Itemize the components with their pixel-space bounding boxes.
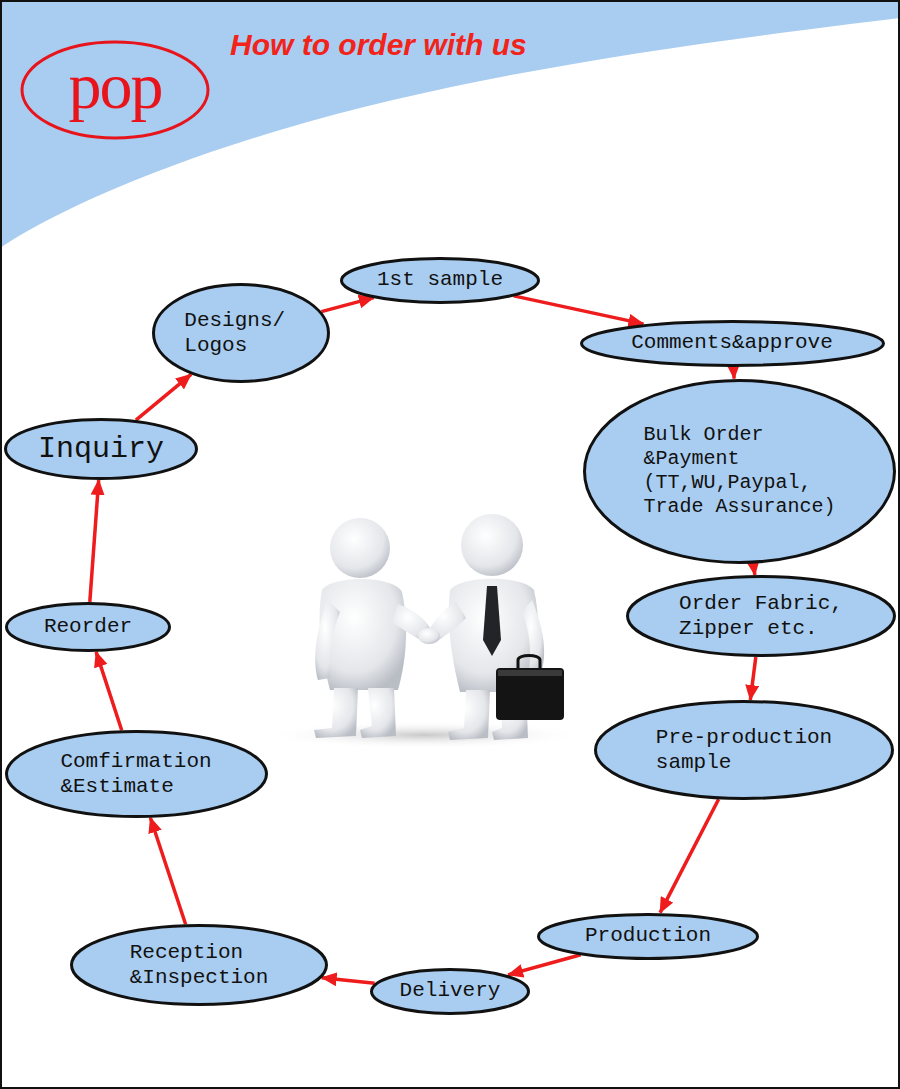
node-label: Reorder (44, 614, 132, 639)
flow-arrow (750, 657, 756, 700)
flow-arrow (90, 480, 99, 602)
ellipse-outline (70, 924, 328, 1006)
process-ellipse: Bulk Order &Payment (TT,WU,Paypal, Trade… (583, 379, 896, 564)
flow-arrow (514, 296, 644, 324)
ellipse-outline (5, 730, 268, 818)
flow-arrow (96, 652, 122, 730)
process-ellipse: Delivery (370, 968, 530, 1015)
ellipse-outline (594, 700, 894, 800)
process-ellipse: Comments&approve (580, 320, 885, 367)
flow-arrow (660, 799, 719, 912)
flow-arrow (322, 978, 375, 984)
process-ellipse: Reorder (5, 602, 171, 652)
flow-arrow (732, 367, 736, 379)
header-band (0, 0, 900, 248)
node-label: Designs/ Logos (184, 308, 297, 358)
logo-ring (22, 42, 208, 138)
process-ellipse: Designs/ Logos (152, 283, 330, 383)
process-ellipse: Order Fabric, Zipper etc. (626, 575, 896, 657)
ellipse-outline (152, 283, 330, 383)
process-ellipse: Comfirmation &Estimate (5, 730, 268, 818)
flow-arrow (136, 374, 191, 420)
flow-arrow (150, 818, 185, 925)
process-ellipse: Pre-production sample (594, 700, 894, 800)
flow-arrow (753, 563, 755, 575)
process-ellipse: Production (537, 913, 759, 960)
node-label: Reception &Inspection (130, 940, 269, 990)
page-title: How to order with us (230, 28, 527, 62)
node-label: 1st sample (377, 267, 503, 292)
logo: pop (20, 40, 210, 140)
flow-arrow (508, 955, 581, 975)
node-label: Production (585, 923, 711, 948)
node-label: Delivery (400, 978, 501, 1003)
logo-text: pop (69, 53, 162, 119)
node-label: Inquiry (38, 431, 164, 467)
node-label: Bulk Order &Payment (TT,WU,Paypal, Trade… (643, 423, 835, 519)
node-label: Order Fabric, Zipper etc. (679, 591, 843, 641)
node-label: Comments&approve (631, 330, 833, 355)
process-ellipse: Reception &Inspection (70, 924, 328, 1006)
node-label: Pre-production sample (656, 725, 832, 775)
process-ellipse: 1st sample (340, 257, 540, 304)
process-ellipse: Inquiry (4, 418, 198, 480)
node-label: Comfirmation &Estimate (60, 749, 211, 799)
handshake-illustration (265, 514, 585, 749)
flow-arrow (321, 298, 373, 312)
ellipse-outline (626, 575, 896, 657)
